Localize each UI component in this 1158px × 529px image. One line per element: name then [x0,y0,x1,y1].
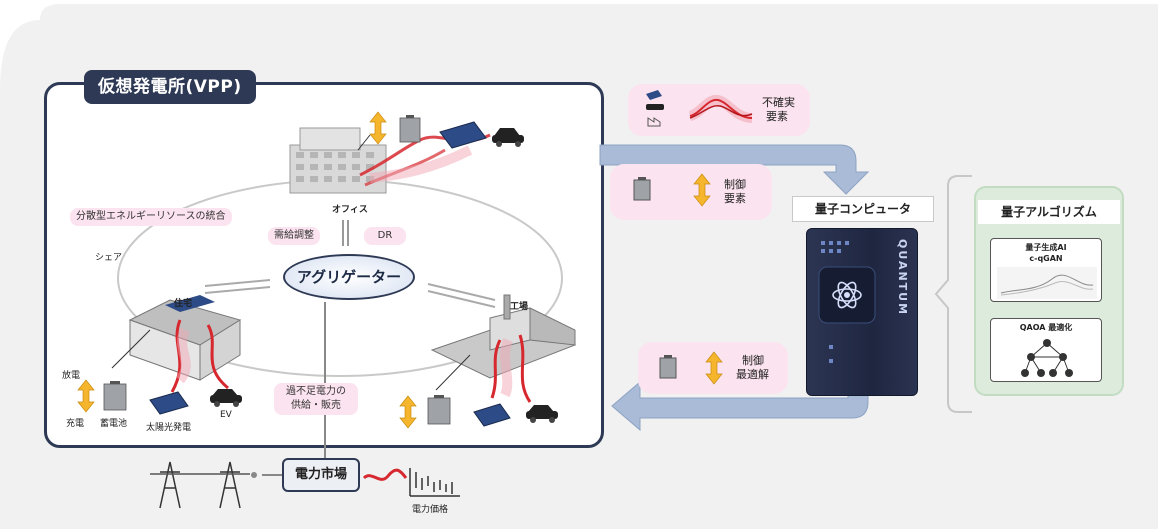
price-wave [362,468,408,481]
factory-battery-icon [427,395,451,425]
factory-solar-icon [473,403,511,427]
battery-icon [399,115,421,143]
surplus-label-line1: 過不足電力の [286,386,346,397]
algo-card-qaoa: QAOA 最適化 [990,318,1102,382]
surplus-label-line2: 供給・販売 [291,400,341,411]
uncertainty-wave-icon [688,94,753,123]
storage-arrow-icon [77,379,95,413]
house-ev-icon [210,389,242,407]
aggregator-node: アグリゲーター [283,254,415,300]
algorithms-title: 量子アルゴリズム [978,200,1120,224]
uncertain-icons [646,90,753,127]
optimal-battery-icon [659,355,677,379]
uncertain-line1: 不確実 [762,96,795,109]
optimal-icons [659,351,723,385]
vpp-title: 仮想発電所(VPP) [84,70,256,104]
uncertain-line2: 要素 [766,110,788,123]
quantum-computer: QUANTUM [806,228,918,396]
share-label: シェア [95,253,123,263]
bracket [934,175,972,413]
algo-card-qgan-line1: 量子生成AI [1025,243,1067,252]
price-label: 電力価格 [412,505,449,515]
ev-label: EV [220,410,232,420]
integration-label: 分散型エネルギーリソースの統合 [70,208,232,226]
control-icons [633,173,711,207]
optimal-arrow-icon [705,351,723,385]
optimal-line1: 制御 [742,354,764,367]
qaoa-network-icon [1021,339,1073,377]
office-label: オフィス [332,205,368,215]
charge-label: 充電 [66,419,85,429]
mini-car-icon [646,104,664,110]
quantum-brand: QUANTUM [896,239,909,317]
control-line2: 要素 [724,192,746,205]
control-battery-icon [633,177,651,201]
quantum-computer-title: 量子コンピュータ [792,196,934,222]
dr-label: DR [364,227,406,245]
surplus-label: 過不足電力の 供給・販売 [274,383,358,415]
storage-label: 蓄電池 [100,419,128,429]
price-chart-icon [409,468,460,497]
optimal-line2: 最適解 [736,368,769,381]
solar-label: 太陽光発電 [146,423,192,433]
factory-arrow-icon [399,395,417,429]
supply-demand-label: 需給調整 [268,227,320,245]
flow-arrow-to-qc [599,144,870,195]
flow-arrow-to-vpp [611,377,869,432]
atom-icon [832,281,862,309]
house-label: 住宅 [174,299,193,309]
algo-card-qaoa-label: QAOA 最適化 [1019,323,1073,332]
house-solar-icon [149,391,189,415]
discharge-label: 放電 [62,371,81,381]
qgan-plot-icon [997,267,1097,299]
algo-card-qgan: 量子生成AI c-qGAN [990,238,1102,302]
control-line1: 制御 [724,178,746,191]
office-building-icon [289,127,387,194]
car-icon [492,128,524,147]
factory-flow [490,339,502,399]
storage-battery-icon [103,381,127,411]
solar-panel-icon [439,121,487,149]
qc-details [818,241,876,363]
factory-label: 工場 [510,302,529,312]
factory-car-icon [526,405,558,423]
power-market: 電力市場 [282,458,360,492]
algo-card-qgan-line2: c-qGAN [1029,254,1063,263]
mini-factory-icon [647,117,661,127]
updown-arrow-icon [369,111,387,145]
mini-solar-icon [646,90,662,100]
transmission-tower-icon [150,461,257,509]
control-arrow-icon [693,173,711,207]
